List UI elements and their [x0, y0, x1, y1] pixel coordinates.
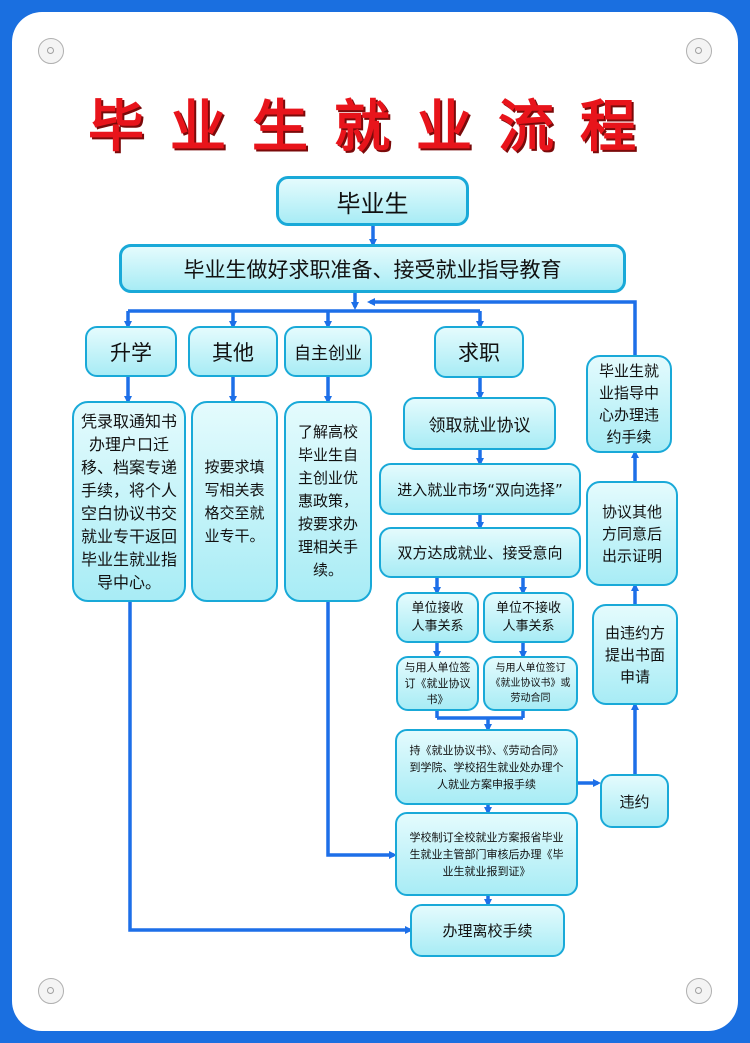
node-sign-agreement: 与用人单位签订《就业协议书》 — [396, 656, 479, 711]
node-enter-market: 进入就业市场“双向选择” — [379, 463, 581, 515]
screw-bottom-left-icon — [38, 978, 64, 1004]
screw-top-left-icon — [38, 38, 64, 64]
node-self-employed-desc: 了解高校毕业生自主创业优惠政策，按要求办理相关手续。 — [284, 401, 372, 602]
node-submit-plan: 持《就业协议书》、《劳动合同》到学院、学校招生就业处办理个人就业方案申报手续 — [395, 729, 578, 805]
node-prepare: 毕业生做好求职准备、接受就业指导教育 — [119, 244, 626, 293]
node-sign-contract: 与用人单位签订《就业协议书》或劳动合同 — [483, 656, 578, 711]
node-job-seeking: 求职 — [434, 326, 524, 378]
node-get-agreement: 领取就业协议 — [403, 397, 556, 450]
page-title: 毕业生就业流程 — [88, 94, 662, 160]
screw-bottom-right-icon — [686, 978, 712, 1004]
node-further-study-desc: 凭录取通知书办理户口迁移、档案专递手续，将个人空白协议书交就业专干返回毕业生就业… — [72, 401, 186, 602]
node-self-employed: 自主创业 — [284, 326, 372, 377]
node-school-plan: 学校制订全校就业方案报省毕业生就业主管部门审核后办理《毕业生就业报到证》 — [395, 812, 578, 896]
node-other: 其他 — [188, 326, 278, 377]
arrow-center-back-to-prepare — [367, 298, 637, 355]
node-other-desc: 按要求填写相关表格交至就业专干。 — [191, 401, 278, 602]
node-other-party-proof: 协议其他方同意后出示证明 — [586, 481, 678, 586]
arrow-further-study-to-leave — [128, 602, 413, 934]
node-not-accept-personnel: 单位不接收人事关系 — [483, 592, 574, 643]
node-leave-school: 办理离校手续 — [410, 904, 565, 957]
node-further-study: 升学 — [85, 326, 177, 377]
node-center-handles-breach: 毕业生就业指导中心办理违约手续 — [586, 355, 672, 453]
node-graduate: 毕业生 — [276, 176, 469, 226]
node-accept-personnel: 单位接收人事关系 — [396, 592, 479, 643]
node-breach: 违约 — [600, 774, 669, 828]
node-breach-written-request: 由违约方提出书面申请 — [592, 604, 678, 705]
arrow-self-employed-to-school-plan — [326, 602, 397, 859]
screw-top-right-icon — [686, 38, 712, 64]
node-reach-intent: 双方达成就业、接受意向 — [379, 527, 581, 578]
